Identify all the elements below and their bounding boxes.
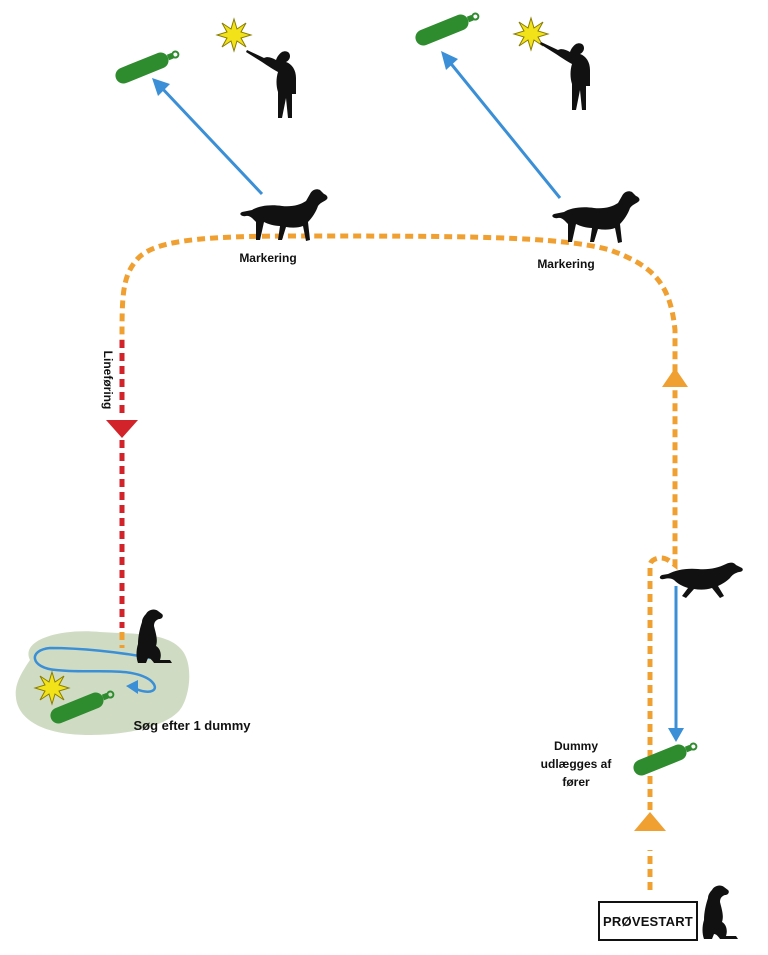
hunter-shooting-icon [246, 50, 296, 118]
route-arrow-lower [634, 812, 666, 831]
dog-standing-icon [552, 191, 640, 243]
dummy-placed-label-line3: fører [562, 775, 590, 789]
dummy-placed-label-line1: Dummy [554, 739, 598, 753]
start-label: PRØVESTART [598, 901, 698, 941]
marking-label-left: Markering [239, 251, 296, 265]
retrieve-arrow-left [152, 78, 264, 196]
dummy-icon [630, 736, 701, 779]
search-loop-path [33, 646, 157, 693]
shot-flash-icon [34, 671, 70, 705]
line-direction-arrow [106, 420, 138, 438]
search-loop-arrow [126, 680, 138, 694]
shot-flash-icon [216, 18, 252, 52]
dummy-placed-label-line2: udlægges af [541, 757, 613, 771]
hunter-shooting-icon [540, 42, 590, 110]
line-direction-label: Lineføring [101, 351, 115, 410]
dog-standing-icon [240, 189, 328, 241]
search-label: Søg efter 1 dummy [133, 718, 251, 733]
dog-sitting-icon [702, 885, 738, 939]
retrieve-arrow-right [441, 51, 562, 199]
route-arrow-upper [662, 368, 688, 387]
dummy-icon [412, 6, 483, 49]
route-main [119, 233, 678, 890]
dummy-icon [112, 44, 183, 87]
dog-running-icon [659, 562, 743, 598]
marking-label-right: Markering [537, 257, 594, 271]
retrieve-arrow-down [668, 586, 684, 742]
